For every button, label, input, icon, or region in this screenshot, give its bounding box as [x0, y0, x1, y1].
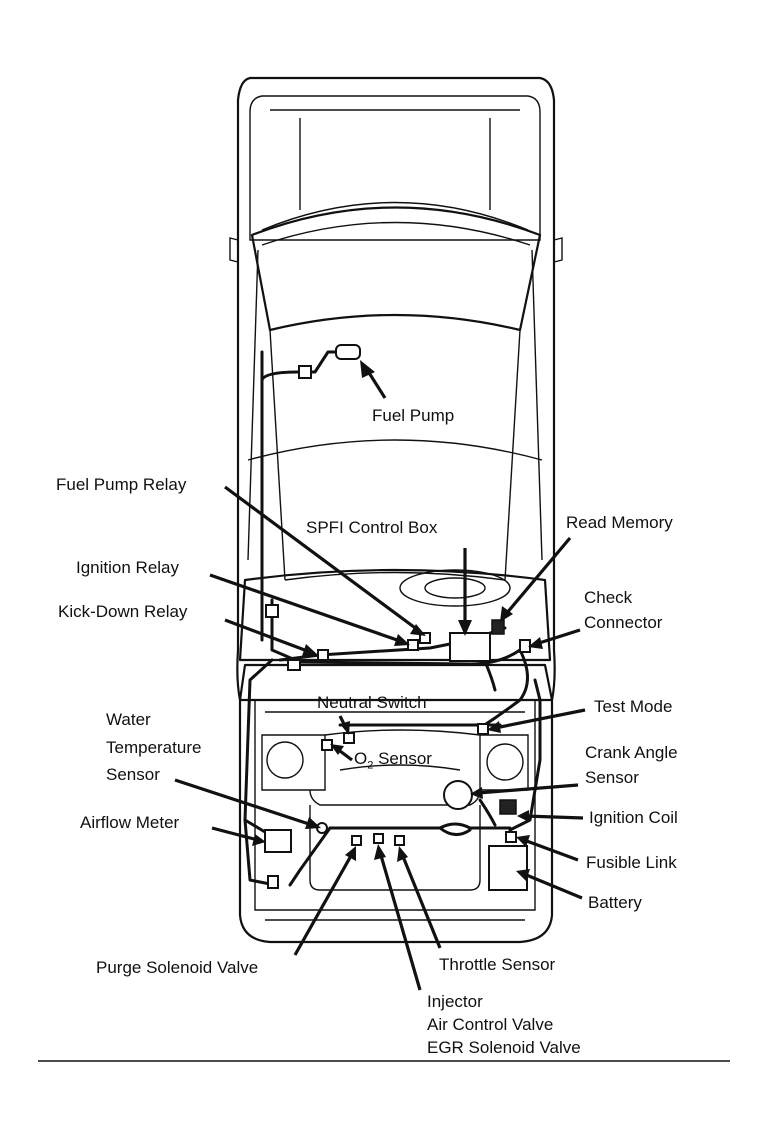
label-sensor-water: Sensor: [106, 765, 160, 784]
arrow-ignition-relay: [209, 573, 410, 646]
label-fuel-pump-relay: Fuel Pump Relay: [56, 475, 187, 494]
arrow-spfi-control-box: [458, 548, 472, 636]
label-egr-solenoid-valve: EGR Solenoid Valve: [427, 1038, 581, 1057]
label-spfi-control-box: SPFI Control Box: [306, 518, 438, 537]
label-airflow-meter: Airflow Meter: [80, 813, 180, 832]
test-mode-shape: [477, 723, 489, 735]
left-connector-shape: [265, 604, 279, 618]
arrow-ignition-coil: [517, 810, 584, 822]
crank-angle-sensor-shape: [443, 780, 473, 810]
label-ignition-relay: Ignition Relay: [76, 558, 180, 577]
arrow-read-memory: [500, 536, 572, 622]
label-sensor-crank: Sensor: [585, 768, 639, 787]
battery-shape: [488, 845, 528, 891]
label-neutral-switch: Neutral Switch: [317, 693, 427, 712]
label-ignition-coil: Ignition Coil: [589, 808, 678, 827]
arrow-water-temperature: [174, 778, 321, 829]
throttle-sensor-shape: [394, 835, 405, 846]
o2-sensor-shape: [321, 739, 333, 751]
fusible-link-shape: [505, 831, 517, 843]
label-fuel-pump: Fuel Pump: [372, 406, 455, 425]
arrow-fuel-pump: [360, 360, 387, 399]
airflow-meter-shape: [264, 829, 292, 853]
arrow-kick-down-relay: [224, 618, 318, 656]
arrow-check-connector: [528, 628, 581, 649]
arrow-injector: [374, 844, 422, 991]
check-connector-shape: [519, 639, 531, 653]
label-air-control-valve: Air Control Valve: [427, 1015, 554, 1034]
arrow-fuel-pump-relay: [224, 485, 426, 636]
arrow-fusible-link: [516, 835, 579, 862]
kick-down-relay-shape: [317, 649, 329, 661]
arrow-airflow-meter: [211, 826, 266, 846]
car-body: [229, 76, 563, 944]
spfi-control-box-shape: [449, 632, 491, 662]
arrow-neutral-switch: [338, 715, 350, 735]
injector-shape: [373, 833, 384, 844]
o2-sensor-word: Sensor: [373, 749, 432, 768]
arrow-crank-angle: [470, 783, 579, 799]
fuel-pump-shape: [335, 344, 361, 360]
label-check: Check: [584, 588, 633, 607]
lower-connector-shape: [267, 875, 279, 889]
label-connector: Connector: [584, 613, 663, 632]
label-fusible-link: Fusible Link: [586, 853, 677, 872]
arrow-o2-sensor: [330, 744, 353, 762]
fuel-pump-connector-shape: [298, 365, 312, 379]
arrow-throttle-sensor: [397, 846, 442, 949]
leader-arrows: [174, 360, 586, 991]
label-crank-angle: Crank Angle: [585, 743, 678, 762]
label-throttle-sensor: Throttle Sensor: [439, 955, 556, 974]
components: [264, 344, 531, 891]
arrow-test-mode: [487, 708, 586, 733]
read-memory-shape: [491, 619, 505, 635]
label-test-mode: Test Mode: [594, 697, 673, 716]
wiring-harness: [243, 350, 542, 887]
label-injector: Injector: [427, 992, 483, 1011]
label-o2-sensor: O2 Sensor: [354, 748, 432, 776]
o2-letter: O: [354, 749, 368, 768]
fuel-pump-relay-shape: [419, 632, 431, 644]
label-read-memory: Read Memory: [566, 513, 673, 532]
label-battery: Battery: [588, 893, 642, 912]
ignition-coil-shape: [499, 799, 517, 815]
arrow-battery: [516, 869, 583, 900]
label-kick-down-relay: Kick-Down Relay: [58, 602, 188, 621]
label-temperature: Temperature: [106, 738, 202, 757]
arrow-purge-solenoid: [293, 846, 356, 956]
label-purge-solenoid-valve: Purge Solenoid Valve: [96, 958, 259, 977]
label-water: Water: [106, 710, 151, 729]
o2-subscript: 2: [367, 759, 374, 772]
left-relay-shape: [287, 659, 301, 671]
purge-solenoid-shape: [351, 835, 362, 846]
